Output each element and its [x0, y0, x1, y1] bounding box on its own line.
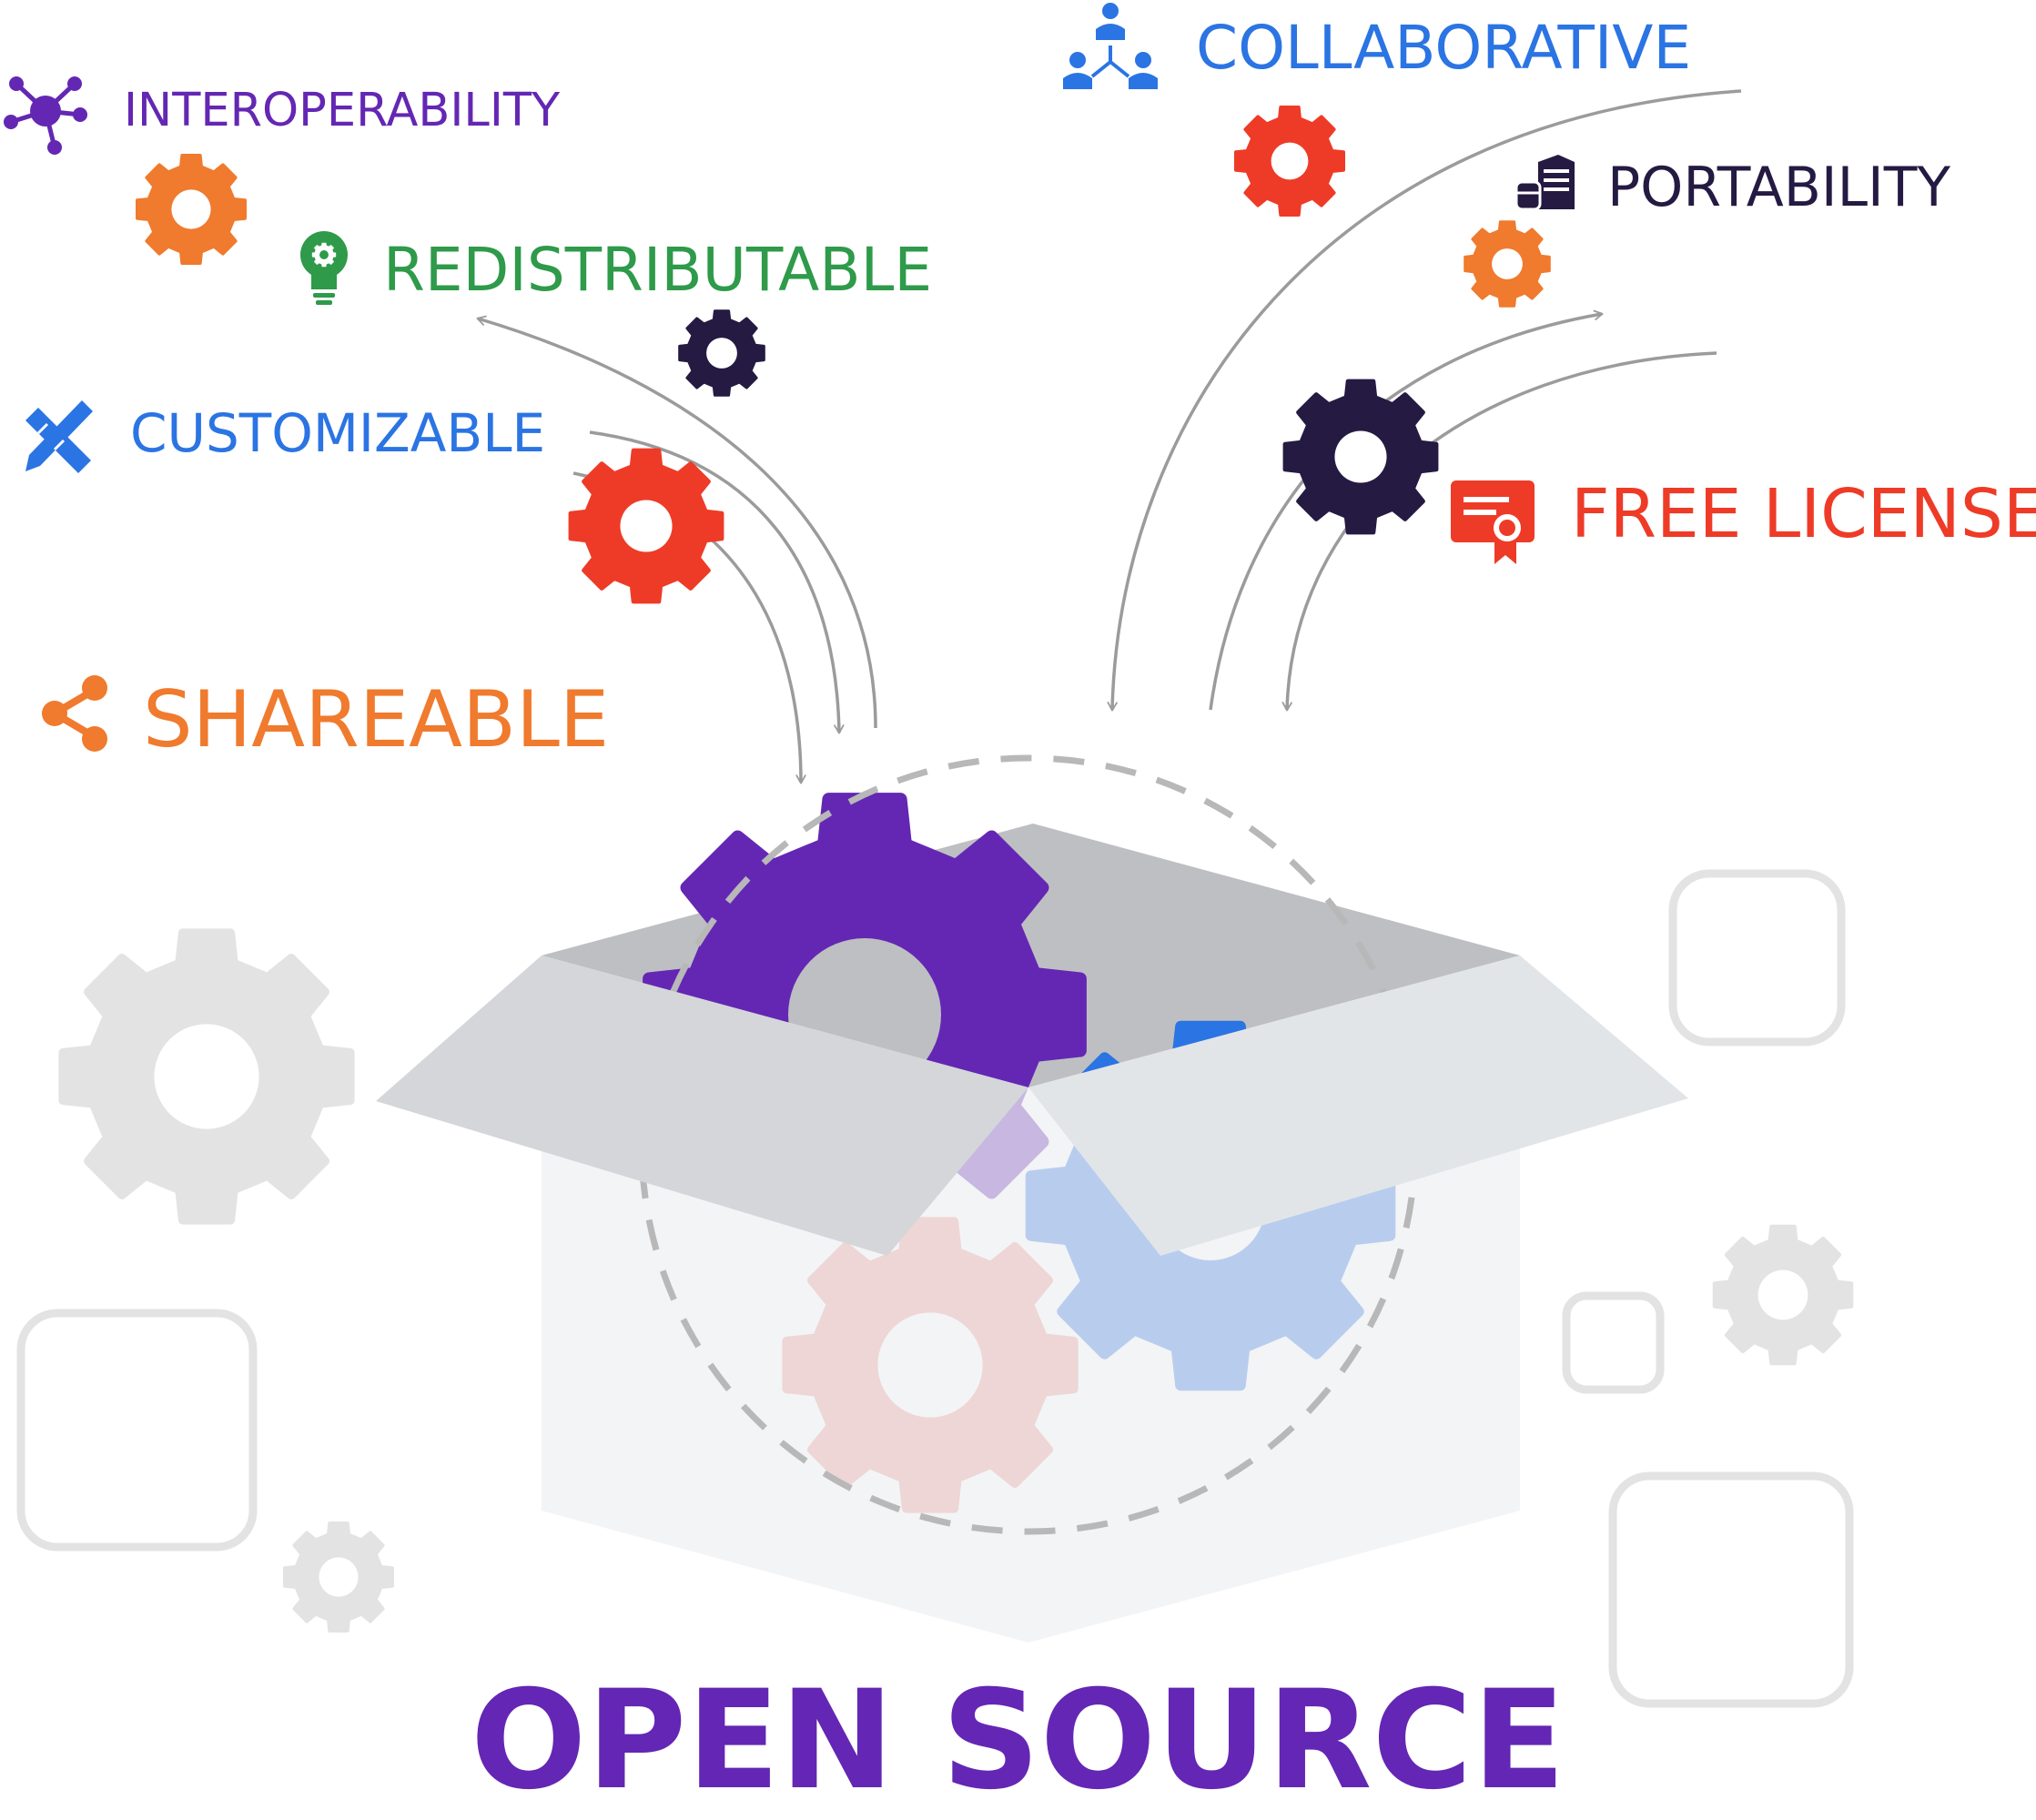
background-gear-small-right-hole: [1757, 1269, 1808, 1320]
server-slot: [1544, 187, 1569, 191]
gear-red-top: [1234, 106, 1345, 217]
feature-label-free-license: FREE LICENSE: [1571, 475, 2036, 553]
network-node: [67, 76, 82, 91]
feature-label-interoperability: INTEROPERABILITY: [124, 84, 561, 137]
server-slot: [1544, 169, 1569, 173]
bulb-gear-hole: [319, 250, 329, 259]
gear-navy-large-hole: [1334, 430, 1387, 483]
box-flap-right: [1028, 956, 1688, 1256]
network-node: [47, 140, 62, 155]
feature-label-shareable: SHAREABLE: [143, 674, 610, 765]
network-node: [73, 107, 87, 122]
lightbulb-gear-icon: [300, 231, 348, 305]
ruler-tick: [53, 439, 66, 451]
bulb-gear: [311, 242, 337, 268]
background-square-top-right: [1668, 869, 1846, 1046]
person-head: [1069, 52, 1086, 68]
arrow-from-collaborative: [1107, 89, 1742, 712]
background-square-small-right: [1562, 1291, 1665, 1394]
background-gear-large-hole: [154, 1024, 259, 1129]
network-nodes-icon: [4, 76, 87, 155]
share-node-left: [42, 701, 67, 726]
gear-orange-top-left: [136, 154, 247, 265]
gear-orange-right: [1464, 220, 1551, 308]
person-body: [1096, 24, 1125, 40]
background-gear-small-right: [1712, 1224, 1854, 1366]
background-square-left: [16, 1309, 258, 1552]
network-node: [4, 115, 18, 129]
ruler-tick: [36, 422, 49, 435]
certificate-seal: [1499, 520, 1515, 536]
background-gear-small-left: [283, 1522, 394, 1633]
gear-navy-small: [678, 309, 765, 397]
gear-red-top-hole: [1271, 142, 1309, 180]
network-hub: [30, 96, 61, 126]
pencil-body: [25, 400, 93, 471]
feature-label-collaborative: COLLABORATIVE: [1196, 13, 1692, 83]
gear-navy-large: [1282, 379, 1439, 535]
person-body: [1063, 73, 1092, 89]
share-node-top: [82, 675, 107, 701]
background-gear-small-left-hole: [319, 1557, 359, 1597]
certificate-ribbon: [1494, 541, 1516, 564]
certificate-line: [1464, 510, 1496, 515]
team-hierarchy-icon: [1063, 3, 1158, 89]
pencil-ruler-icon: [25, 400, 93, 473]
main-title: OPEN SOURCE: [470, 1662, 1566, 1820]
feature-label-customizable: CUSTOMIZABLE: [130, 402, 546, 464]
person-head: [1135, 52, 1151, 68]
arrow-from-customizable: [589, 430, 845, 734]
certificate-icon: [1451, 480, 1535, 564]
gear-navy-small-hole: [706, 338, 737, 369]
bulb-neck: [311, 273, 337, 289]
person-head: [1102, 3, 1119, 19]
server-slot: [1544, 178, 1569, 182]
background-square-bottom-right: [1608, 1471, 1854, 1708]
hierarchy-lines: [1090, 46, 1130, 78]
share-node-bottom: [82, 726, 107, 752]
box-flap-left: [376, 956, 1028, 1256]
feature-label-redistributable: REDISTRIBUTABLE: [383, 235, 933, 305]
certificate-line: [1464, 497, 1509, 502]
network-node: [9, 76, 24, 91]
arrow-to-redistributable: [476, 315, 877, 729]
person-body: [1129, 73, 1158, 89]
background-gear-large: [58, 928, 355, 1225]
database-cylinder: [1514, 180, 1542, 211]
feature-label-portability: PORTABILITY: [1607, 156, 1951, 219]
gear-orange-top-left-hole: [171, 189, 211, 229]
gear-orange-right-hole: [1492, 248, 1523, 279]
gear-red-left: [568, 448, 724, 604]
bulb-base-2: [316, 300, 332, 305]
gear-red-left-hole: [620, 500, 673, 552]
share-icon: [42, 675, 107, 752]
bulb-base-1: [313, 293, 335, 298]
server-database-icon: [1514, 155, 1575, 211]
